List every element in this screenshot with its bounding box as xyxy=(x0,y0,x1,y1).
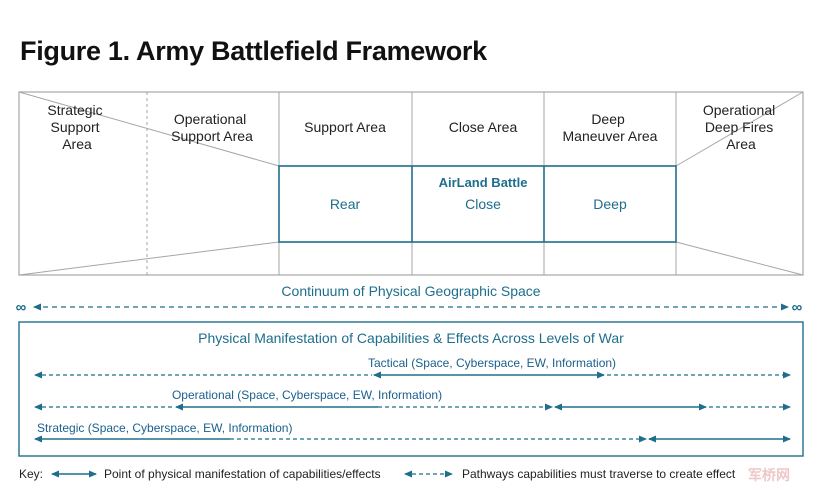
zone-deep-maneuver-area: Deep Maneuver Area xyxy=(563,111,658,144)
framework-grid xyxy=(18,91,804,276)
airland-battle-box: AirLand Battle Rear Close Deep xyxy=(278,165,677,243)
key-dashed-description: Pathways capabilities must traverse to c… xyxy=(462,467,736,481)
airland-battle-heading: AirLand Battle xyxy=(439,175,528,190)
watermark-logo: 军桥网 xyxy=(748,467,790,483)
airland-cell-deep: Deep xyxy=(593,196,627,212)
level-tactical: Tactical (Space, Cyberspace, EW, Informa… xyxy=(34,356,791,379)
capabilities-heading: Physical Manifestation of Capabilities &… xyxy=(198,330,624,346)
continuum-label: Continuum of Physical Geographic Space xyxy=(281,283,540,299)
level-label-tactical: Tactical (Space, Cyberspace, EW, Informa… xyxy=(368,356,616,370)
level-strategic: Strategic (Space, Cyberspace, EW, Inform… xyxy=(34,421,791,443)
figure-title: Figure 1. Army Battlefield Framework xyxy=(20,36,487,66)
zone-operational-support-area: Operational Support Area xyxy=(171,111,253,144)
level-label-operational: Operational (Space, Cyberspace, EW, Info… xyxy=(172,388,442,402)
key-solid-description: Point of physical manifestation of capab… xyxy=(104,467,381,481)
key-label: Key: xyxy=(19,467,43,481)
zone-operational-deep-fires-area: Operational Deep Fires Area xyxy=(703,102,779,152)
capabilities-box: Physical Manifestation of Capabilities &… xyxy=(18,321,804,457)
zone-close-area: Close Area xyxy=(449,119,518,135)
level-operational: Operational (Space, Cyberspace, EW, Info… xyxy=(34,388,791,411)
level-label-strategic: Strategic (Space, Cyberspace, EW, Inform… xyxy=(37,421,292,435)
zone-labels: Strategic Support Area Operational Suppo… xyxy=(47,102,779,152)
key-legend: Key: Point of physical manifestation of … xyxy=(19,467,736,481)
airland-cell-close: Close xyxy=(465,196,501,212)
zone-strategic-support-area: Strategic Support Area xyxy=(47,102,106,152)
infinity-left-icon: ∞ xyxy=(16,299,27,316)
airland-cell-rear: Rear xyxy=(330,196,361,212)
zone-support-area: Support Area xyxy=(304,119,386,135)
infinity-right-icon: ∞ xyxy=(792,299,803,316)
continuum: Continuum of Physical Geographic Space ∞… xyxy=(16,283,803,316)
